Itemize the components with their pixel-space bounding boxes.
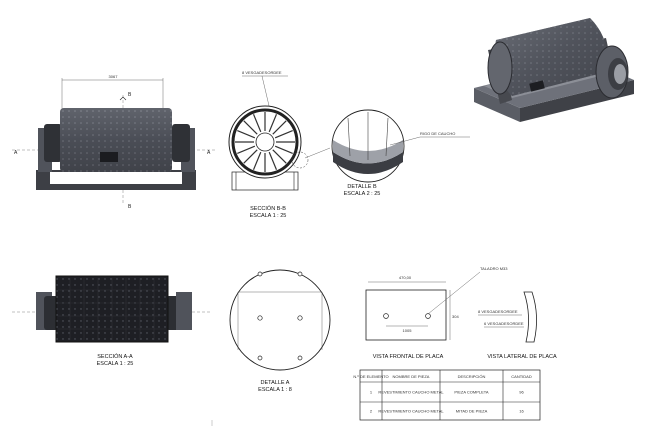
bom-table: N.º DE ELEMENTO NOMBRE DE PIEZA DESCRIPCIÓ… xyxy=(353,369,541,421)
plate-front-view: 470,00 1005 304 TALADRO M33 VISTA FRONTA… xyxy=(365,266,508,360)
bom-cell-item: 2 xyxy=(370,409,373,414)
plate-outline xyxy=(365,289,447,341)
bom-cell-desc: MITAD DE PIEZA xyxy=(456,409,488,414)
plate-width-dim: 470,00 xyxy=(399,275,412,280)
drill-callout: TALADRO M33 xyxy=(480,266,508,271)
manhole-cover xyxy=(100,152,118,162)
bom-cell-name: REVESTIMIENTO CAUCHO METAL xyxy=(378,409,444,414)
plate-front-title: VISTA FRONTAL DE PLACA xyxy=(373,354,444,360)
bom-cell-qty: 96 xyxy=(519,390,524,395)
plate-side-profile xyxy=(523,291,537,343)
bom-header-1: NOMBRE DE PIEZA xyxy=(393,374,430,379)
bom-header-2: DESCRIPCIÓN xyxy=(458,374,486,379)
detail-a-circle xyxy=(229,269,331,371)
detail-b-view: RIGO DE CAUCHO DETALLE B ESCALA 2 : 25 xyxy=(304,109,470,197)
bom-header-0: N.º DE ELEMENTO xyxy=(353,374,388,379)
isometric-view xyxy=(474,18,634,122)
section-bb-scale: ESCALA 1 : 25 xyxy=(250,213,287,219)
bom-cell-item: 1 xyxy=(370,390,373,395)
bom-header-3: CANTIDAD xyxy=(511,374,532,379)
detail-a-view: DETALLE A ESCALA 1 : 8 xyxy=(229,269,331,393)
plate-side-title: VISTA LATERAL DE PLACA xyxy=(487,354,557,360)
detail-b-title: DETALLE B xyxy=(347,184,377,190)
bom-cell-desc: PIEZA COMPLETA xyxy=(454,390,488,395)
bolts-callout-top: 8 VESGADESORDEE xyxy=(242,70,282,75)
bom-cell-name: REVESTIMIENTO CAUCHO METAL xyxy=(378,390,444,395)
section-aa-title: SECCIÓN A-A xyxy=(97,353,133,360)
side-mark-left: A xyxy=(14,150,18,156)
left-trunnion xyxy=(44,124,62,162)
plate-height-dim: 304 xyxy=(452,314,459,319)
front-view: 3067 B B A A xyxy=(12,74,215,210)
section-mark-top: B xyxy=(128,92,132,98)
front-dimension-text: 3067 xyxy=(109,74,119,79)
detail-b-scale: ESCALA 2 : 25 xyxy=(344,191,381,197)
bom-cell-qty: 16 xyxy=(519,409,524,414)
section-b-b-view: 8 VESGADESORDEE SECCIÓN B-B ESCALA 1 : 2… xyxy=(228,70,309,219)
right-trunnion xyxy=(172,124,190,162)
side-mark-right: A xyxy=(207,150,211,156)
hole-spacing-dim: 1005 xyxy=(403,328,413,333)
section-a-a-view: SECCIÓN A-A ESCALA 1 : 25 xyxy=(12,275,212,367)
side-callout-1: 8 VESGADESORDEE xyxy=(478,309,518,314)
side-callout-2: 6 VESGADESORDEE xyxy=(484,321,524,326)
plate-side-view: 8 VESGADESORDEE 6 VESGADESORDEE VISTA LA… xyxy=(478,291,557,360)
detail-a-title: DETALLE A xyxy=(261,380,290,386)
rubber-callout: RIGO DE CAUCHO xyxy=(420,131,455,136)
detail-a-scale: ESCALA 1 : 8 xyxy=(258,387,292,393)
section-aa-scale: ESCALA 1 : 25 xyxy=(97,361,134,367)
section-mark-bottom: B xyxy=(128,204,132,210)
section-bb-title: SECCIÓN B-B xyxy=(250,205,286,212)
